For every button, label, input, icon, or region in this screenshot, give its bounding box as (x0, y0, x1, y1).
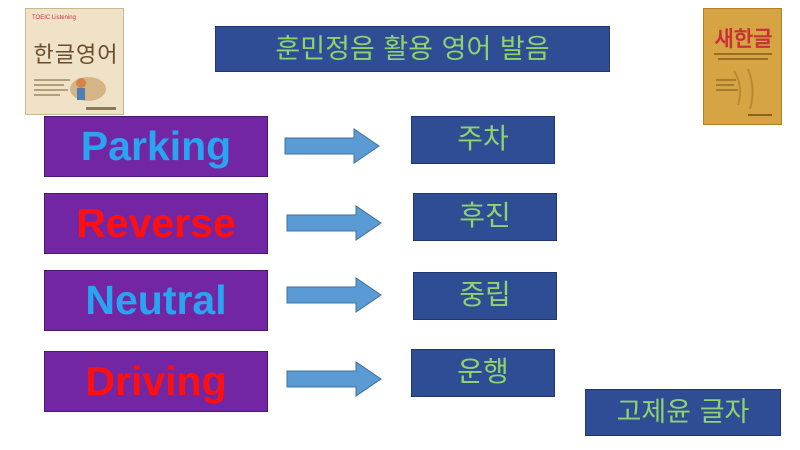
right-arrow-icon (286, 205, 382, 241)
english-word-text: Neutral (85, 277, 227, 323)
korean-word-4: 운행 (411, 349, 555, 397)
right-arrow-icon (286, 277, 382, 313)
book-cover-left: TOEIC Listening 한글영어 (25, 8, 124, 115)
page-title: 훈민정음 활용 영어 발음 (215, 26, 610, 72)
korean-word-1: 주차 (411, 116, 555, 164)
english-word-reverse: Reverse (44, 193, 268, 254)
book-left-illustration (34, 77, 116, 110)
english-word-parking: Parking (44, 116, 268, 177)
book-right-title: 새한글 (714, 27, 773, 51)
english-word-driving: Driving (44, 351, 268, 412)
english-word-neutral: Neutral (44, 270, 268, 331)
english-word-text: Driving (85, 358, 227, 404)
english-word-text: Parking (80, 123, 232, 169)
korean-word-2: 후진 (413, 193, 557, 241)
book-left-title: 한글영어 (33, 43, 119, 68)
book-left-subtitle: TOEIC Listening (32, 15, 76, 21)
book-right-illustration (714, 53, 772, 116)
english-word-text: Reverse (76, 200, 236, 246)
right-arrow-icon (284, 128, 380, 164)
right-arrow-icon (286, 361, 382, 397)
korean-word-3: 중립 (413, 272, 557, 320)
author-credit: 고제윤 글자 (585, 389, 781, 436)
book-cover-right: 새한글 (703, 8, 782, 125)
